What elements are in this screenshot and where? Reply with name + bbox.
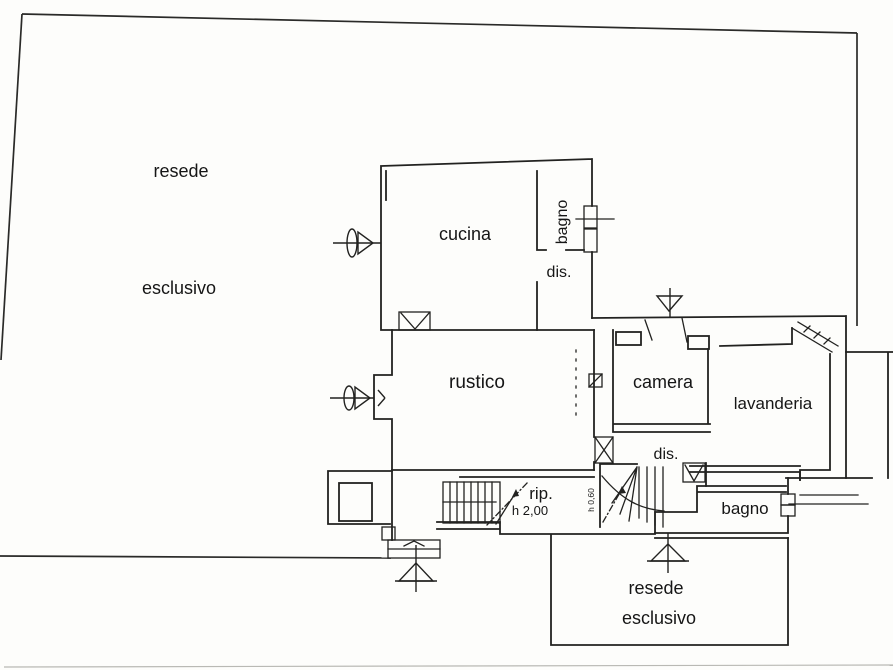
property-boundary bbox=[0, 13, 893, 668]
area-label-esclusivo-bottom: esclusivo bbox=[622, 608, 696, 628]
stairs-winder bbox=[601, 466, 665, 528]
lavanderia-walls bbox=[719, 321, 839, 481]
cucina-block-walls bbox=[380, 158, 595, 331]
area-label-resede-top: resede bbox=[153, 161, 208, 181]
entrance-steps bbox=[387, 539, 441, 559]
porch-walls bbox=[327, 469, 396, 541]
window-symbol-bagno-bottom bbox=[780, 493, 869, 517]
room-label-rustico: rustico bbox=[449, 372, 505, 393]
right-room-walls bbox=[845, 351, 893, 479]
room-label-rip: rip. bbox=[529, 484, 553, 503]
area-label-resede-bottom: resede bbox=[628, 578, 683, 598]
resede-bottom-walls bbox=[550, 534, 789, 646]
flue-symbol-camera bbox=[655, 288, 684, 318]
vent-symbol-cucina bbox=[333, 228, 381, 258]
room-label-dis-bottom: dis. bbox=[654, 446, 679, 463]
room-label-bagno-top: bagno bbox=[554, 200, 571, 245]
annotation-h-200: h 2,00 bbox=[512, 503, 548, 518]
window-symbol-bagno-top bbox=[575, 205, 615, 253]
window-symbol-cucina bbox=[398, 311, 431, 331]
rustico-walls bbox=[373, 329, 595, 478]
annotation-h-060: h 0,60 bbox=[586, 488, 596, 512]
lower-strip-walls bbox=[436, 465, 847, 535]
door-symbol-rustico-corridor bbox=[594, 436, 614, 464]
area-label-esclusivo-top: esclusivo bbox=[142, 278, 216, 298]
niche-symbol-rustico bbox=[588, 373, 603, 388]
flue-symbol-bagno bbox=[647, 533, 689, 573]
vent-symbol-rustico bbox=[330, 385, 386, 411]
room-label-bagno-bottom: bagno bbox=[721, 499, 768, 518]
room-label-lavanderia: lavanderia bbox=[734, 394, 813, 413]
room-label-dis-top: dis. bbox=[547, 264, 572, 281]
wing-top-wall bbox=[591, 315, 847, 353]
bagno-bottom-walls bbox=[654, 477, 859, 539]
labels: resede esclusivo cucina bagno dis. rusti… bbox=[142, 161, 813, 628]
camera-walls bbox=[612, 317, 711, 433]
room-label-cucina: cucina bbox=[439, 224, 492, 244]
room-label-camera: camera bbox=[633, 372, 694, 392]
stairs-main bbox=[442, 481, 529, 526]
flue-symbol-entrance bbox=[395, 545, 437, 592]
